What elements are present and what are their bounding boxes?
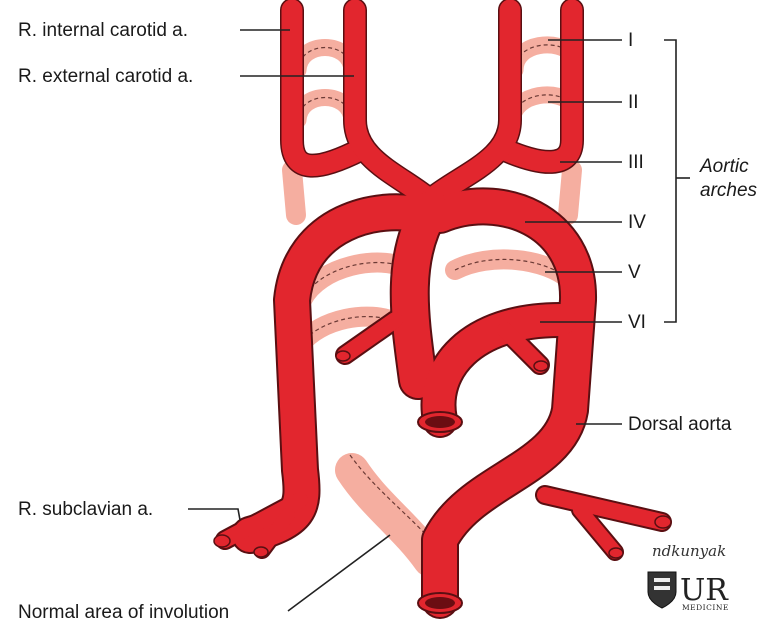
label-arch-4: IV bbox=[628, 212, 646, 233]
label-dorsal-aorta: Dorsal aorta bbox=[628, 414, 732, 435]
label-arches: arches bbox=[700, 180, 758, 201]
involuted-right-dorsal-segment bbox=[568, 170, 572, 215]
aortic-arches-bracket bbox=[664, 40, 676, 322]
label-arch-2: II bbox=[628, 92, 639, 113]
label-arch-3: III bbox=[628, 152, 644, 173]
label-arch-6: VI bbox=[628, 312, 646, 333]
aortic-sac bbox=[410, 210, 430, 380]
ur-medicine-logo: UR MEDICINE bbox=[648, 572, 729, 612]
involuted-left-dorsal-segment bbox=[292, 170, 296, 215]
label-external-carotid: R. external carotid a. bbox=[18, 66, 193, 87]
logo-subtitle: MEDICINE bbox=[682, 603, 729, 612]
credits: ndkunyak UR MEDICINE bbox=[648, 542, 729, 612]
involution-area bbox=[352, 470, 430, 560]
label-arch-5: V bbox=[628, 262, 641, 283]
label-arch-1: I bbox=[628, 30, 633, 51]
label-involution: Normal area of involution bbox=[18, 602, 229, 623]
label-internal-carotid: R. internal carotid a. bbox=[18, 20, 188, 41]
label-subclavian: R. subclavian a. bbox=[18, 499, 153, 520]
artist-signature: ndkunyak bbox=[652, 542, 726, 560]
label-aortic: Aortic bbox=[699, 156, 749, 177]
